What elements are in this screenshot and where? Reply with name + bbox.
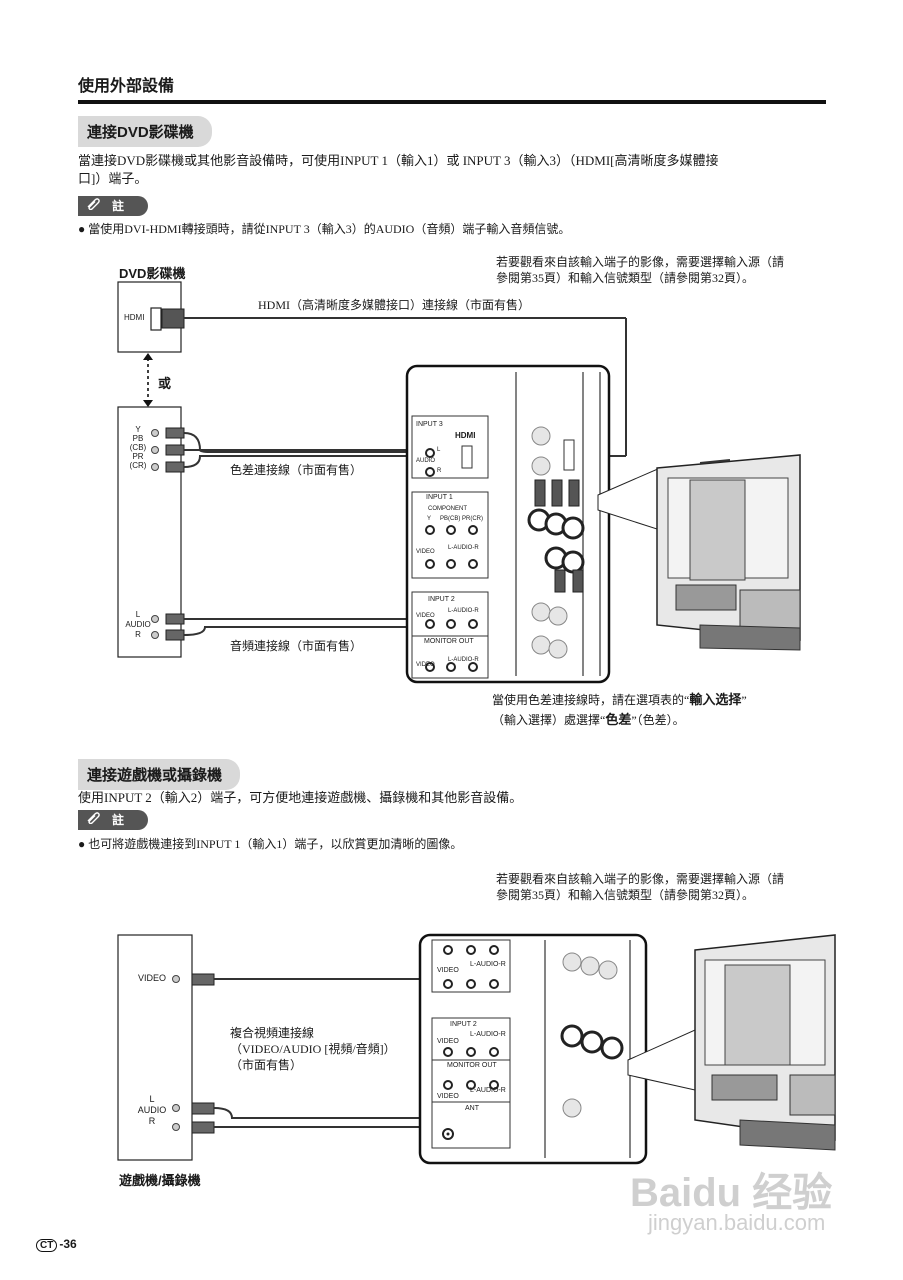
game-video-port-label: VIDEO — [138, 973, 167, 983]
panel-r: R — [437, 468, 442, 474]
section2-note-text: 也可將遊戲機連接到INPUT 1（輸入1）端子，以欣賞更加清晰的圖像。 — [88, 837, 463, 851]
port-cr-label: (CR) — [129, 461, 147, 470]
section2-ref-line1: 若要觀看來自該輸入端子的影像，需要選擇輸入源（請 — [496, 872, 785, 886]
panel2-laudior-2: L-AUDIO-R — [470, 1031, 506, 1038]
audio-port-labels: L AUDIO R — [124, 610, 152, 640]
port-pr-label: PR — [132, 452, 144, 461]
panel2-monitor-out: MONITOR OUT — [447, 1062, 497, 1069]
section1-note: ● 當使用DVI-HDMI轉接頭時，請從INPUT 3（輸入3）的AUDIO（音… — [78, 221, 570, 237]
note-label-2: 註 — [112, 813, 125, 827]
composite-cable-line1: 複合視頻連接線 — [230, 1026, 315, 1040]
panel2-laudior-3: L-AUDIO-R — [470, 1087, 506, 1094]
composite-cable-line2: （VIDEO/AUDIO [視頻/音頻]） — [230, 1042, 396, 1056]
section2-reference: 若要觀看來自該輸入端子的影像，需要選擇輸入源（請 參閱第35頁）和輸入信號類型（… — [496, 871, 836, 903]
section1-ref-line2: 參閱第35頁）和輸入信號類型（請參閱第32頁）。 — [496, 271, 755, 285]
caption-component: 色差 — [605, 712, 632, 727]
note-badge-2: 註 — [78, 810, 148, 830]
section2-intro: 使用INPUT 2（輸入2）端子，可方便地連接遊戲機、攝錄機和其他影音設備。 — [78, 790, 523, 805]
dvd-device-title: DVD影碟機 — [119, 266, 186, 281]
section1-reference: 若要觀看來自該輸入端子的影像，需要選擇輸入源（請 參閱第35頁）和輸入信號類型（… — [496, 254, 836, 286]
game-audio-port-labels: L AUDIO R — [137, 1094, 167, 1127]
panel-monitor-out: MONITOR OUT — [424, 638, 474, 645]
section2-note: ● 也可將遊戲機連接到INPUT 1（輸入1）端子，以欣賞更加清晰的圖像。 — [78, 836, 462, 852]
caption-input-select: 輸入选择 — [689, 692, 742, 707]
panel-pb: PB(CB) — [440, 516, 461, 522]
panel-audio: AUDIO — [416, 458, 436, 464]
section1-ref-line1: 若要觀看來自該輸入端子的影像，需要選擇輸入源（請 — [496, 255, 785, 269]
note-label: 註 — [112, 199, 125, 213]
game-port-r: R — [148, 1116, 156, 1126]
section1-intro: 當連接DVD影碟機或其他影音設備時，可使用INPUT 1（輸入1）或 INPUT… — [78, 152, 838, 188]
panel-input3: INPUT 3 — [416, 421, 443, 428]
tv-rear-illustration-2 — [694, 934, 836, 1151]
caption-line2: （輸入選擇）處選擇“色差”（色差）。 — [492, 710, 747, 730]
panel-video-2: VIDEO — [416, 613, 435, 619]
watermark-url: jingyan.baidu.com — [648, 1210, 826, 1235]
paperclip-icon — [86, 196, 100, 216]
page-badge: CT — [36, 1239, 58, 1252]
composite-cable-line3: （市面有售） — [230, 1058, 303, 1072]
component-caption: 當使用色差連接線時，請在選項表的“輸入选择” （輸入選擇）處選擇“色差”（色差）… — [492, 690, 747, 730]
panel-input1: INPUT 1 — [426, 494, 453, 501]
section-heading-dvd: 連接DVD影碟機 — [78, 116, 212, 147]
panel-video-3: VIDEO — [416, 662, 435, 668]
panel-laudior-2: L-AUDIO-R — [448, 608, 479, 614]
port-audio-label: AUDIO — [125, 620, 151, 629]
hdmi-port-icon — [150, 307, 162, 331]
panel-y: Y — [427, 516, 432, 522]
section1-intro-line1: 當連接DVD影碟機或其他影音設備時，可使用INPUT 1（輸入1）或 INPUT… — [78, 153, 719, 168]
hdmi-plug-icon — [161, 308, 185, 329]
note-badge: 註 — [78, 196, 148, 216]
or-label: 或 — [158, 376, 172, 391]
port-cb-label: (CB) — [129, 443, 147, 452]
port-r-label: R — [135, 630, 141, 639]
panel-laudior-3: L-AUDIO-R — [448, 657, 479, 663]
panel-l: L — [437, 447, 441, 453]
composite-cable-label: 複合視頻連接線 （VIDEO/AUDIO [視頻/音頻]） （市面有售） — [230, 1025, 396, 1073]
section1-note-text: 當使用DVI-HDMI轉接頭時，請從INPUT 3（輸入3）的AUDIO（音頻）… — [88, 222, 571, 236]
panel-component: COMPONENT — [428, 506, 467, 512]
watermark-logo: Baidu 经验 — [630, 1171, 833, 1215]
section1-intro-line2: 口]）端子。 — [78, 171, 148, 186]
game-port-l: L — [149, 1094, 155, 1104]
hdmi-cable-label: HDMI（高清晰度多媒體接口）連接線（市面有售） — [258, 298, 530, 312]
page-number-value: -36 — [59, 1237, 77, 1251]
paperclip-icon — [86, 810, 100, 830]
panel2-input2: INPUT 2 — [450, 1021, 477, 1028]
port-y-label: Y — [135, 425, 141, 434]
section-heading-game: 連接遊戲機或攝錄機 — [78, 759, 241, 790]
page-title: 使用外部設備 — [78, 78, 175, 95]
panel2-video-1: VIDEO — [437, 967, 459, 974]
game-device-box — [117, 934, 193, 1161]
page-number: CT-36 — [36, 1237, 77, 1252]
panel-input2: INPUT 2 — [428, 596, 455, 603]
port-pb-label: PB — [132, 434, 144, 443]
component-port-labels: Y PB (CB) PR (CR) — [126, 425, 150, 470]
caption-line2-text: （輸入選擇）處選擇“ — [492, 713, 606, 727]
tv-rear-illustration-1 — [656, 454, 801, 651]
bullet-icon: ● — [78, 222, 86, 236]
panel2-laudior-1: L-AUDIO-R — [470, 961, 506, 968]
hdmi-port-label: HDMI — [124, 313, 145, 322]
game-device-title: 遊戲機/攝錄機 — [119, 1173, 201, 1188]
caption-line1-text: 當使用色差連接線時，請在選項表的“ — [492, 693, 690, 707]
panel-hdmi: HDMI — [455, 431, 476, 440]
panel-laudior-1: L-AUDIO-R — [448, 545, 479, 551]
bullet-icon: ● — [78, 837, 86, 851]
caption-line2-end: ”（色差）。 — [631, 713, 685, 727]
port-l-label: L — [135, 610, 141, 619]
panel-pr: PR(CR) — [462, 516, 483, 522]
title-rule — [78, 100, 826, 104]
panel2-ant: ANT — [465, 1105, 479, 1112]
panel2-video-2: VIDEO — [437, 1038, 459, 1045]
component-cable-label: 色差連接線（市面有售） — [230, 463, 363, 477]
caption-line1-end: ” — [741, 693, 747, 707]
panel-video-1: VIDEO — [416, 549, 435, 555]
audio-cable-label: 音頻連接線（市面有售） — [230, 639, 363, 653]
caption-line1: 當使用色差連接線時，請在選項表的“輸入选择” — [492, 690, 747, 710]
panel2-video-3: VIDEO — [437, 1093, 459, 1100]
section2-ref-line2: 參閱第35頁）和輸入信號類型（請參閱第32頁）。 — [496, 888, 755, 902]
game-port-audio: AUDIO — [137, 1105, 167, 1115]
